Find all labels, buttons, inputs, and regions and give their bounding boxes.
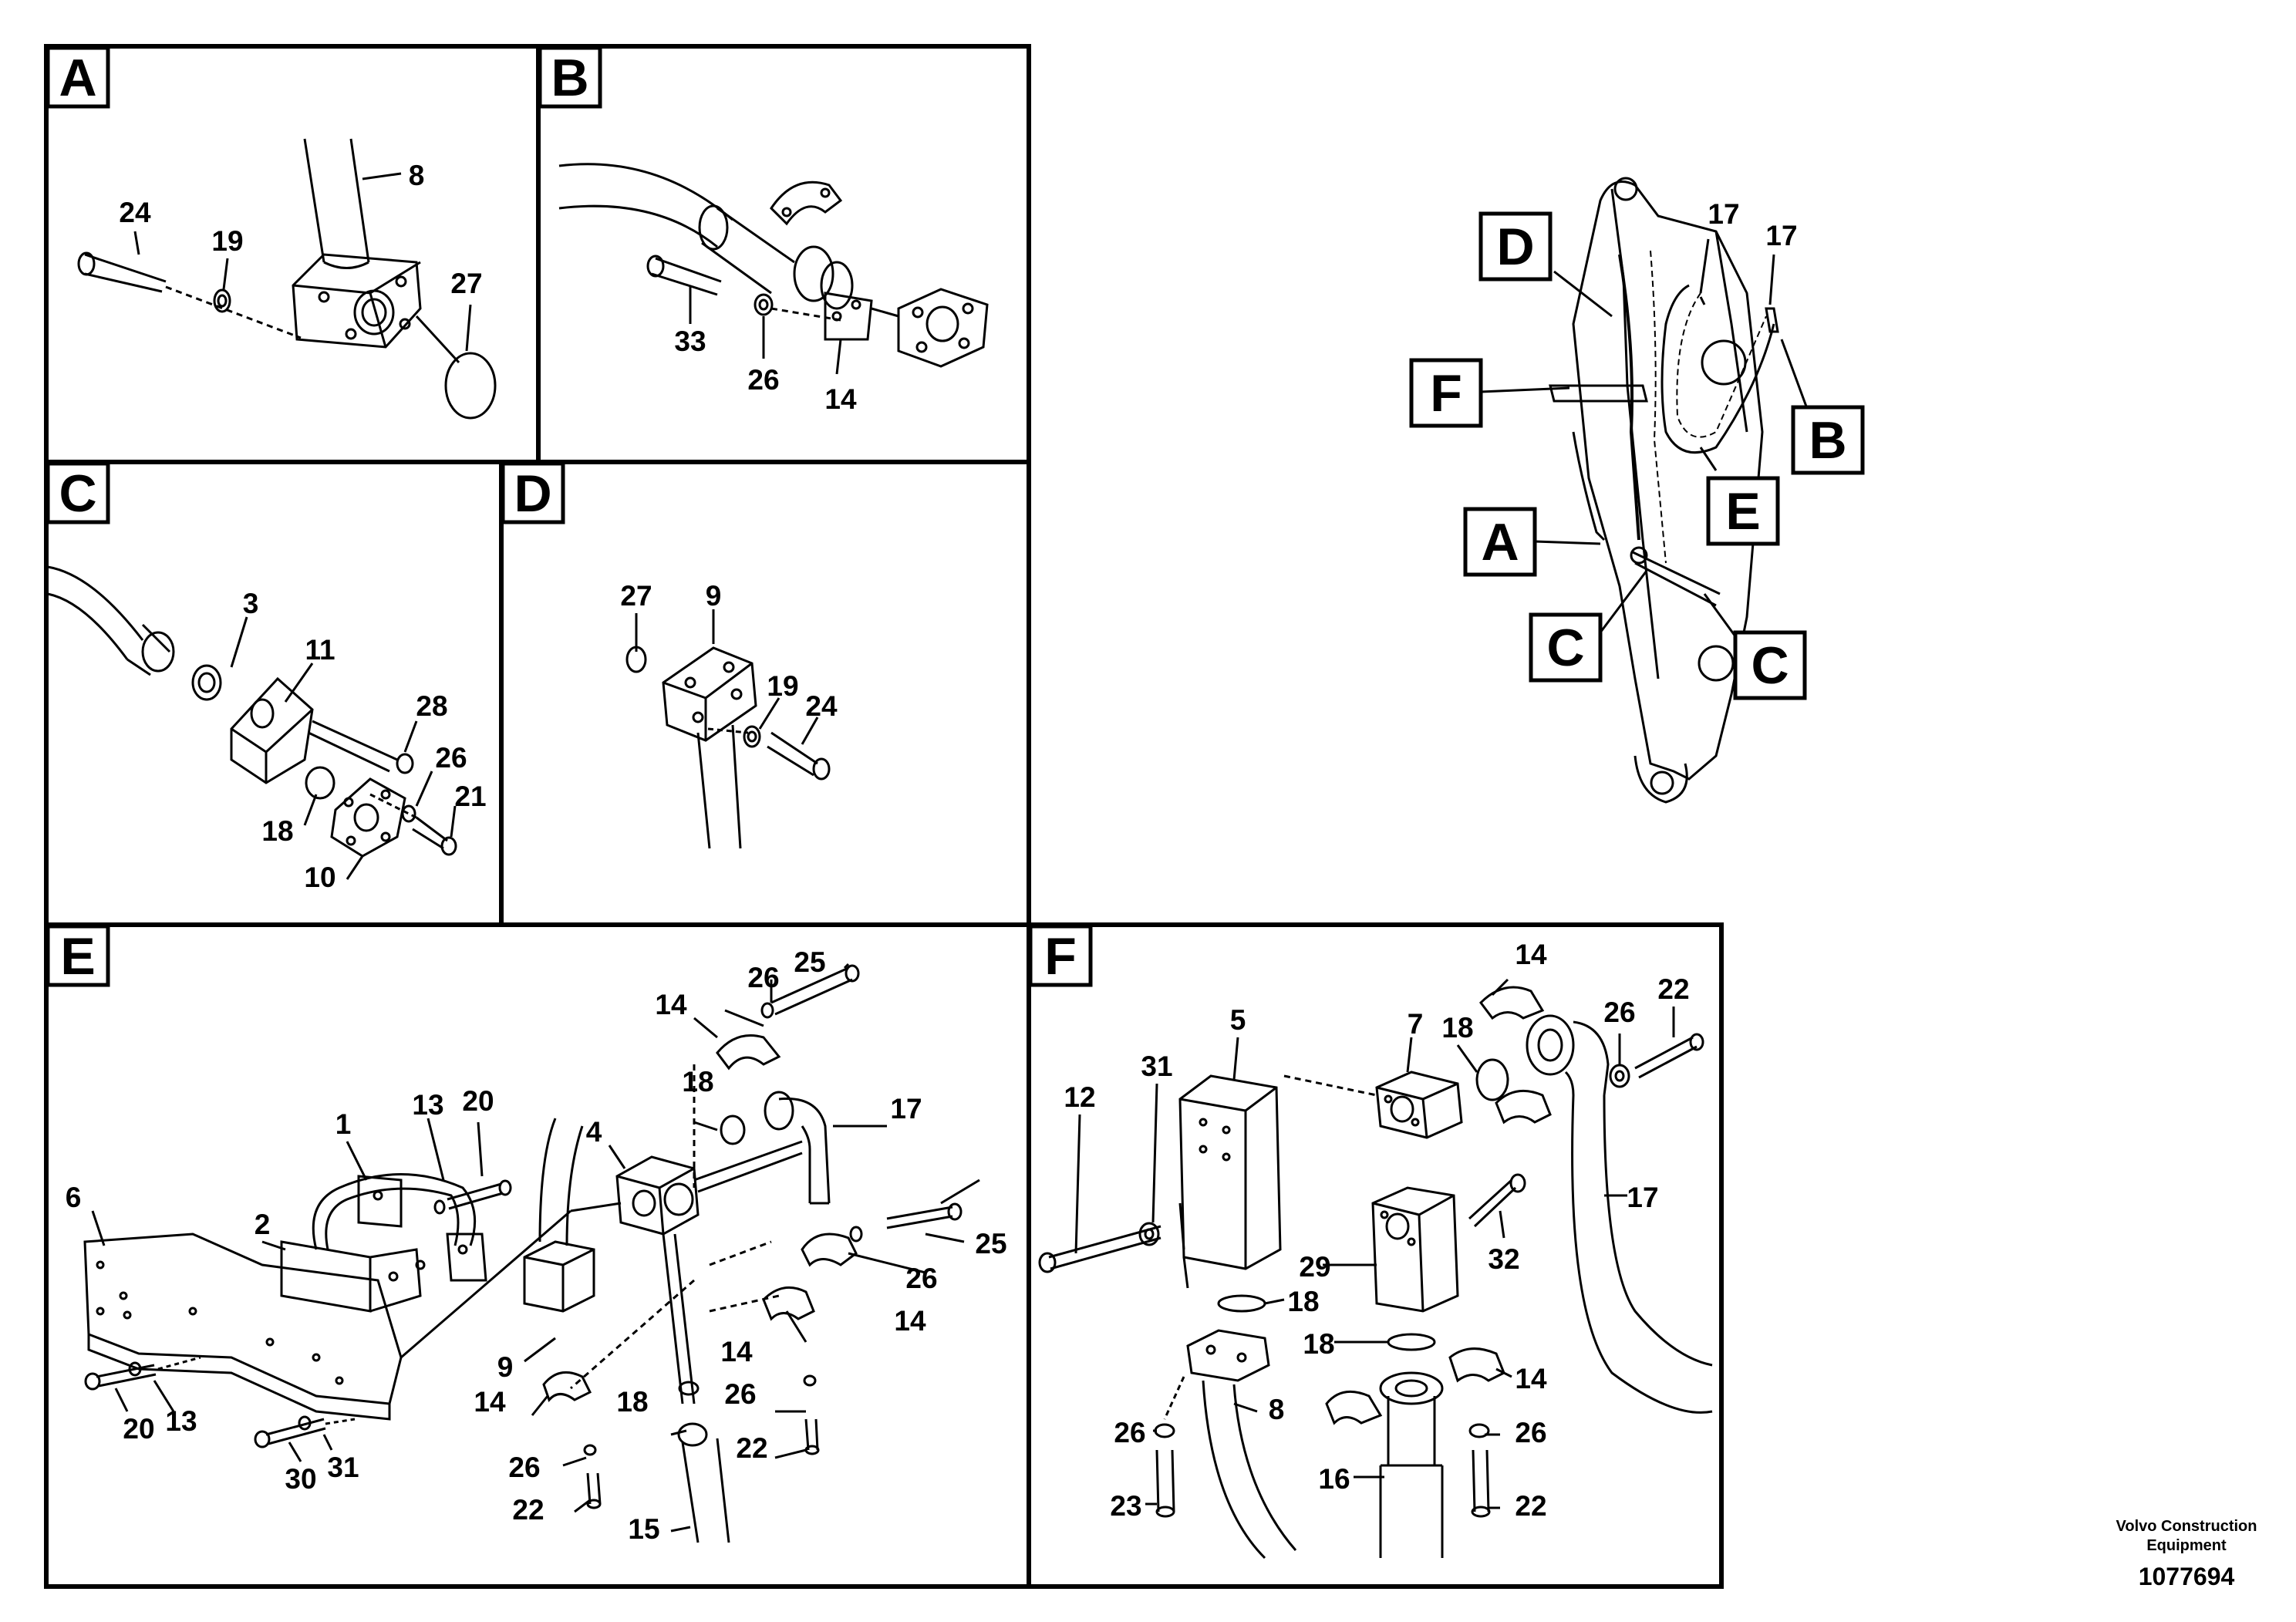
overview-label-f: F	[1430, 364, 1462, 423]
callout-f-23: 23	[1110, 1490, 1141, 1522]
callout-e-30: 30	[285, 1463, 316, 1495]
panel-f-drawing	[1038, 978, 1713, 1560]
panel-b-label: B	[551, 49, 588, 107]
overview-label-e: E	[1725, 482, 1760, 541]
callout-f-12: 12	[1064, 1081, 1095, 1113]
panel-label-boxes	[46, 46, 1093, 987]
callout-f-7: 7	[1408, 1008, 1424, 1040]
callout-e-25-top: 25	[794, 946, 825, 978]
callout-c-11: 11	[305, 634, 335, 666]
overview-callout-17-right: 17	[1765, 220, 1797, 251]
panel-a-drawing	[77, 138, 497, 420]
callout-f-8: 8	[1269, 1394, 1285, 1425]
panel-c-drawing	[47, 565, 457, 880]
callout-e-20-base: 20	[123, 1413, 154, 1445]
callout-e-14-mid: 14	[720, 1336, 753, 1367]
callout-e-17: 17	[890, 1093, 922, 1125]
callout-f-5: 5	[1230, 1004, 1246, 1036]
callout-c-10: 10	[304, 862, 335, 893]
overview-label-boxes	[1409, 211, 1865, 700]
callout-e-14-side: 14	[894, 1305, 926, 1337]
callout-e-31: 31	[327, 1452, 359, 1483]
callout-b-26: 26	[747, 364, 779, 396]
callout-e-13-base: 13	[165, 1405, 197, 1437]
footer-company-line2: Equipment	[2146, 1537, 2227, 1554]
callout-c-21: 21	[454, 781, 486, 812]
panel-e-drawing	[83, 963, 980, 1543]
callout-e-2: 2	[255, 1209, 271, 1240]
callout-d-27: 27	[620, 580, 652, 612]
callout-e-6: 6	[66, 1182, 82, 1213]
footer-drawing-number: 1077694	[2139, 1563, 2235, 1590]
overview-label-a: A	[1481, 513, 1519, 572]
callout-f-14-top: 14	[1515, 939, 1547, 970]
callout-f-18-mid: 18	[1287, 1286, 1319, 1317]
callout-c-18: 18	[261, 815, 293, 847]
callout-f-32: 32	[1488, 1243, 1519, 1275]
callout-e-9: 9	[497, 1351, 514, 1383]
panel-f-frame	[1027, 922, 1724, 1589]
callout-e-15: 15	[628, 1513, 659, 1545]
callout-b-14: 14	[824, 383, 857, 415]
callout-a-24: 24	[119, 197, 151, 228]
overview-label-d: D	[1496, 218, 1534, 276]
footer-company-line1: Volvo Construction	[2116, 1518, 2257, 1535]
panel-a-frame	[44, 44, 541, 464]
callout-c-26: 26	[435, 742, 467, 774]
panel-c-label: C	[59, 464, 96, 523]
callout-c-28: 28	[416, 690, 447, 722]
callout-e-1: 1	[335, 1108, 352, 1140]
callout-a-8: 8	[409, 160, 425, 191]
panel-d-label: D	[514, 464, 551, 523]
panel-d-frame	[499, 460, 1031, 927]
panel-frames	[44, 44, 1724, 1589]
callout-f-31: 31	[1141, 1050, 1172, 1082]
callout-f-18-top: 18	[1441, 1012, 1473, 1044]
callout-f-22-low: 22	[1515, 1490, 1546, 1522]
callout-f-16: 16	[1318, 1463, 1350, 1495]
overview-arm-drawing	[1480, 177, 1810, 804]
panel-b-drawing	[558, 163, 989, 375]
callout-f-22-top: 22	[1657, 973, 1689, 1005]
callout-a-19: 19	[211, 225, 243, 257]
panel-d-drawing	[625, 609, 831, 849]
callout-d-24: 24	[805, 690, 838, 722]
callout-e-18-top: 18	[682, 1066, 713, 1098]
callout-f-17: 17	[1627, 1182, 1658, 1213]
callout-e-14-low: 14	[474, 1386, 506, 1418]
overview-label-c-left: C	[1546, 619, 1584, 677]
callout-e-13-top: 13	[412, 1089, 443, 1121]
callout-e-26-side: 26	[905, 1263, 937, 1294]
panel-e-label: E	[60, 927, 95, 986]
callout-e-14-top: 14	[655, 989, 687, 1020]
callout-f-29: 29	[1299, 1251, 1330, 1283]
callout-e-26-low: 26	[508, 1452, 540, 1483]
callout-e-4: 4	[586, 1116, 602, 1148]
panel-e-frame	[44, 922, 1031, 1589]
callout-f-18-low: 18	[1303, 1328, 1334, 1360]
callout-d-19: 19	[767, 670, 798, 702]
callout-e-26-top: 26	[747, 962, 779, 993]
panel-f-label: F	[1044, 927, 1077, 986]
panel-a-label: A	[59, 49, 96, 107]
callout-f-26-right: 26	[1515, 1417, 1546, 1448]
callout-c-3: 3	[243, 588, 259, 619]
callout-e-25-side: 25	[975, 1228, 1006, 1259]
callout-e-18-low: 18	[616, 1386, 648, 1418]
overview-callout-17-left: 17	[1708, 198, 1739, 230]
overview-label-c-right: C	[1751, 636, 1789, 695]
callout-f-14-low: 14	[1515, 1363, 1547, 1394]
callout-e-26-mid: 26	[724, 1378, 756, 1410]
callout-e-22-mid: 22	[736, 1432, 767, 1464]
overview-label-b: B	[1809, 411, 1846, 470]
callout-d-9: 9	[706, 580, 722, 612]
callout-a-27: 27	[450, 268, 482, 299]
callout-f-26-left: 26	[1114, 1417, 1145, 1448]
callout-e-20-top: 20	[462, 1085, 494, 1117]
callout-e-22-low: 22	[512, 1494, 544, 1526]
callout-b-33: 33	[674, 325, 706, 357]
callout-f-26-top: 26	[1603, 996, 1635, 1028]
